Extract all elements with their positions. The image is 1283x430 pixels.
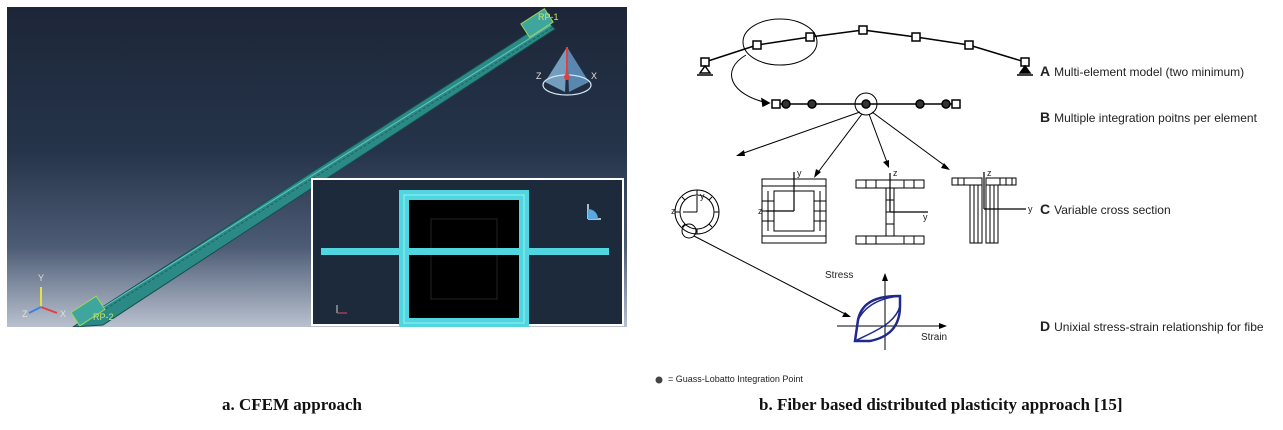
caption-b: b. Fiber based distributed plasticity ap… [759, 395, 1123, 414]
beam-end-top [520, 7, 554, 39]
beam-mesh-line [82, 24, 552, 321]
legend-text: = Guass-Lobatto Integration Point [668, 374, 803, 384]
text-b: Multiple integration poitns per element [1054, 111, 1257, 125]
i-section [855, 173, 928, 245]
triad-z-label: Z [22, 309, 28, 319]
integration-points-row [736, 92, 961, 178]
letter-b: B [1040, 109, 1051, 125]
text-c: Variable cross section [1054, 203, 1171, 217]
triad-y-label: Y [38, 273, 45, 283]
letter-a: A [1040, 63, 1051, 79]
legend-dot [655, 376, 663, 384]
cfem-viewport: RP-1 RP-2 Y Z X Z X [7, 7, 627, 327]
triad-top-x-label: X [591, 71, 598, 81]
i-y-label: y [923, 212, 928, 222]
fiber-diagram-drawing [655, 18, 1033, 384]
box-section [761, 172, 827, 244]
beam-end-bottom [70, 295, 106, 327]
rp-top-label: RP-1 [538, 12, 559, 22]
orientation-triad-bottom [28, 287, 58, 314]
hysteresis-loop [853, 294, 902, 343]
orientation-triad-top [542, 47, 592, 96]
letter-c: C [1040, 201, 1051, 217]
letter-d: D [1040, 318, 1051, 334]
stress-label: Stress [825, 270, 854, 281]
rp-bottom-label: RP-2 [93, 312, 114, 322]
circular-section [674, 189, 851, 317]
circ-y-label: y [700, 191, 705, 201]
cross-section-inset [311, 178, 624, 327]
strain-label: Strain [921, 332, 948, 343]
triad-x-label: X [60, 309, 67, 319]
beam-mesh-line-2 [92, 26, 554, 318]
t-y-label: y [1028, 204, 1033, 214]
circ-z-label: z [671, 206, 676, 216]
cross-sections [674, 172, 1026, 317]
box-z-label: z [758, 206, 763, 216]
i-z-label: z [893, 168, 898, 178]
stress-strain-plot [837, 273, 947, 350]
text-a: Multi-element model (two minimum) [1054, 65, 1245, 79]
triad-top-z-label: Z [536, 71, 542, 81]
multi-element-arch [697, 18, 1033, 108]
text-d: Unixial stress-strain relationship for f… [1054, 320, 1264, 334]
t-section [951, 172, 1026, 244]
caption-a: a. CFEM approach [222, 395, 362, 414]
cfem-scene [28, 7, 624, 327]
box-y-label: y [797, 168, 802, 178]
t-z-label: z [987, 168, 992, 178]
